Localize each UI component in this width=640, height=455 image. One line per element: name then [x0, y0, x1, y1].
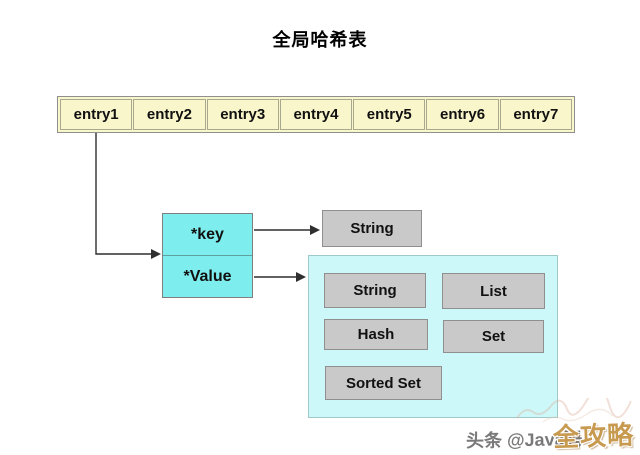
- entry-cell: entry5: [353, 99, 426, 130]
- arrowhead-icon: [310, 225, 320, 235]
- arrowhead-icon: [296, 272, 306, 282]
- watermark-stamp-text: 全攻略: [552, 419, 635, 453]
- value-types-container: String List Hash Set Sorted Set: [308, 255, 558, 418]
- hash-table-entries-row: entry1 entry2 entry3 entry4 entry5 entry…: [57, 96, 575, 133]
- value-type-string-box: String: [324, 273, 426, 308]
- entry-cell: entry7: [499, 99, 572, 130]
- arrowhead-icon: [151, 249, 161, 259]
- value-type-set-box: Set: [443, 320, 544, 353]
- watermark-scribble-icon: [516, 398, 632, 423]
- key-value-node: *key *Value: [162, 213, 253, 298]
- entry-cell: entry1: [60, 99, 133, 130]
- diagram-title: 全局哈希表: [272, 30, 368, 50]
- key-cell: *key: [163, 214, 252, 256]
- entry-cell: entry3: [206, 99, 279, 130]
- value-type-list-box: List: [442, 273, 545, 309]
- value-type-hash-box: Hash: [324, 319, 428, 350]
- entry-cell: entry2: [133, 99, 206, 130]
- key-target-string-box: String: [322, 210, 422, 247]
- value-cell: *Value: [183, 267, 232, 285]
- connector-entry1-to-keyvalue: [95, 133, 152, 255]
- entry-cell: entry6: [426, 99, 499, 130]
- entry-cell: entry4: [279, 99, 353, 130]
- value-type-sorted-set-box: Sorted Set: [325, 366, 442, 400]
